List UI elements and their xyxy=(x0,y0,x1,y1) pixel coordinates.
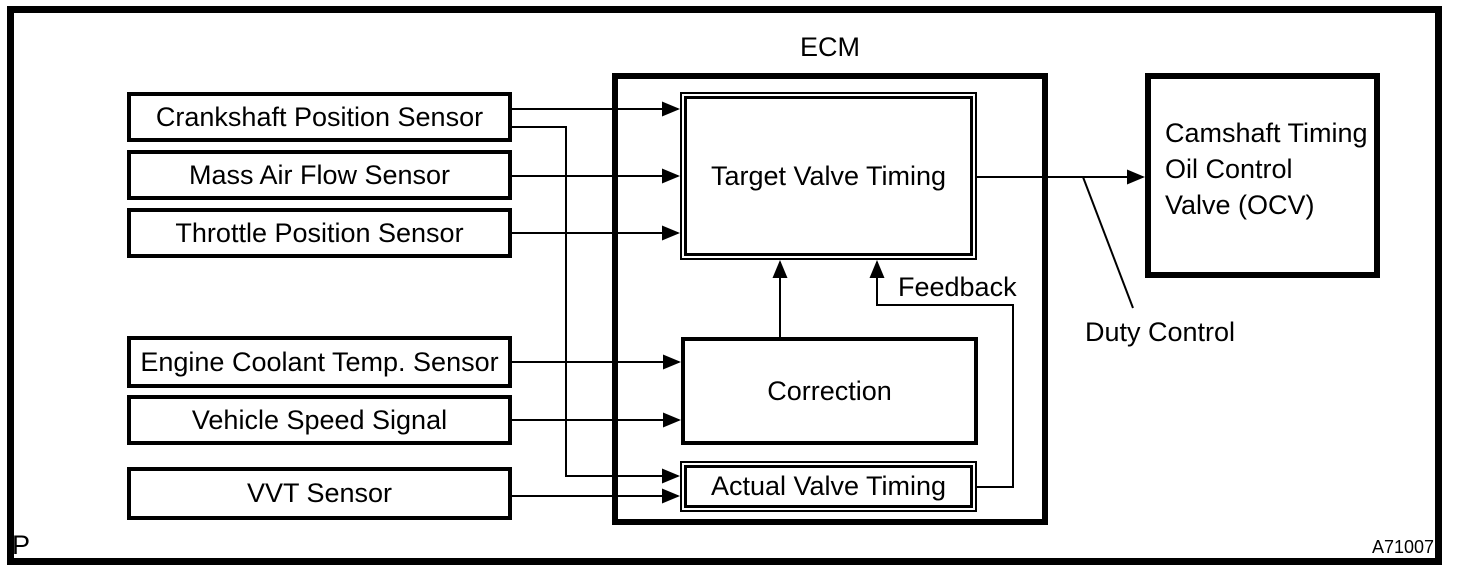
page-marker: P xyxy=(12,530,31,560)
block-label: Target Valve Timing xyxy=(710,160,947,191)
input-label: Vehicle Speed Signal xyxy=(191,404,448,435)
output-box-camshaft-timing-ocv: Camshaft Timing Oil Control Valve (OCV) xyxy=(1145,73,1380,278)
figure-code: A71007 xyxy=(1371,537,1434,557)
output-label-line: Oil Control xyxy=(1165,154,1293,184)
block-correction: Correction xyxy=(681,337,978,445)
output-label-line: Camshaft Timing xyxy=(1165,118,1368,148)
block-target-valve-timing: Target Valve Timing xyxy=(680,92,977,260)
input-box-vehicle-speed-signal: Vehicle Speed Signal xyxy=(127,395,512,445)
input-label: VVT Sensor xyxy=(246,478,393,508)
outer-frame xyxy=(7,6,1442,565)
input-box-vvt-sensor: VVT Sensor xyxy=(127,467,512,520)
block-label: Actual Valve Timing xyxy=(710,471,947,501)
block-label: Correction xyxy=(767,375,892,406)
input-label: Crankshaft Position Sensor xyxy=(155,101,484,132)
input-label: Mass Air Flow Sensor xyxy=(188,159,451,190)
input-label: Engine Coolant Temp. Sensor xyxy=(140,346,499,377)
input-label: Throttle Position Sensor xyxy=(175,217,464,248)
input-box-crankshaft-position-sensor: Crankshaft Position Sensor xyxy=(127,92,512,142)
output-label-line: Valve (OCV) xyxy=(1165,190,1315,220)
input-box-engine-coolant-temp-sensor: Engine Coolant Temp. Sensor xyxy=(127,336,512,388)
feedback-annotation: Feedback xyxy=(898,272,1017,302)
input-box-throttle-position-sensor: Throttle Position Sensor xyxy=(127,208,512,258)
ecm-label: ECM xyxy=(800,32,860,62)
duty-control-annotation: Duty Control xyxy=(1085,317,1236,347)
input-box-mass-air-flow-sensor: Mass Air Flow Sensor xyxy=(127,150,512,200)
block-actual-valve-timing: Actual Valve Timing xyxy=(680,461,977,512)
